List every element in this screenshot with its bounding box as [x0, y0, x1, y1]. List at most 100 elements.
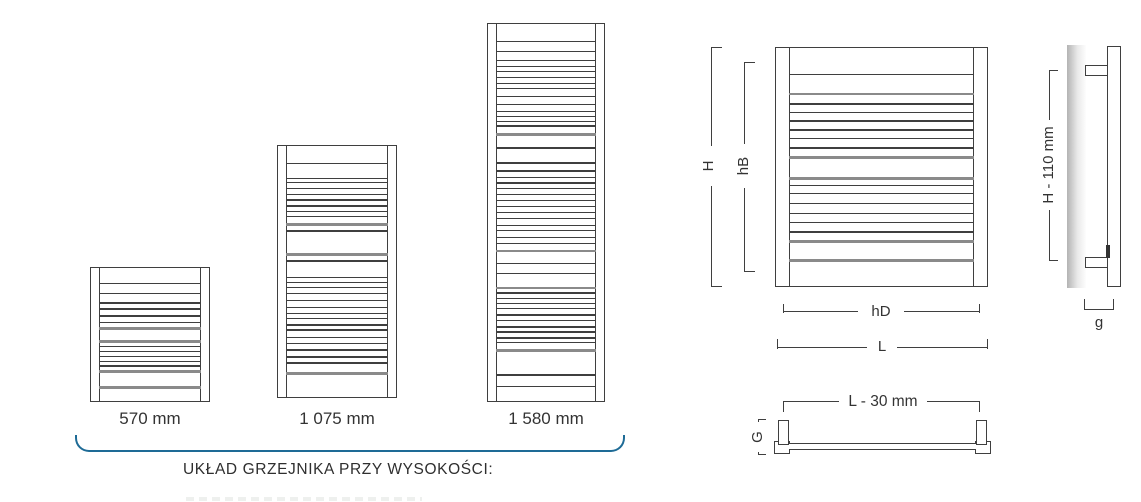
tube-line — [496, 59, 596, 62]
valve-detail — [1105, 245, 1110, 258]
tube-line — [286, 205, 388, 207]
tube-line — [496, 307, 596, 309]
mounting-bracket-top — [1085, 65, 1108, 76]
dim-l-label: L — [867, 338, 897, 356]
tube-line — [496, 342, 596, 344]
tube-line — [286, 277, 388, 279]
tube-line — [496, 194, 596, 196]
tube-line — [286, 306, 388, 308]
tube-line — [286, 342, 388, 344]
tube-line — [286, 349, 388, 351]
tube-line — [789, 184, 974, 187]
tube-line — [496, 224, 596, 227]
dim-h110-label: H - 110 mm — [1040, 120, 1058, 210]
tube-line — [286, 286, 388, 289]
tube-line — [496, 218, 596, 220]
dim-hd-label: hD — [858, 303, 904, 321]
tube-line — [496, 272, 596, 275]
tube-line — [99, 339, 201, 343]
tube-line — [99, 302, 201, 304]
tube-line — [789, 73, 974, 75]
tube-line — [496, 162, 596, 164]
tube-line — [789, 156, 974, 159]
tube-line — [496, 177, 596, 179]
tube-line — [496, 76, 596, 79]
tube-line — [496, 262, 596, 264]
collector-rail-right — [972, 48, 974, 286]
tube-line — [789, 202, 974, 204]
tube-line — [496, 374, 596, 376]
collector-right — [976, 420, 987, 445]
radiator-side-profile — [1107, 46, 1121, 287]
tube-line — [496, 200, 596, 202]
dim-hd-tick-left — [783, 304, 785, 313]
tube-line — [496, 40, 596, 43]
tube-line — [496, 297, 596, 299]
tube-line — [496, 249, 596, 253]
tube-line — [286, 282, 388, 284]
tube-line — [496, 349, 596, 352]
tube-line — [496, 170, 596, 172]
radiator-front-570mm — [90, 267, 210, 402]
tube-line — [496, 206, 596, 208]
tube-line — [286, 362, 388, 364]
dim-h-tick-bottom — [711, 285, 722, 287]
tube-line — [496, 237, 596, 239]
tube-line — [496, 302, 596, 304]
tube-line — [496, 50, 596, 53]
tube-line — [789, 212, 974, 214]
tube-line — [496, 242, 596, 244]
tube-line — [286, 223, 388, 226]
tube-line — [99, 322, 201, 324]
tube-line — [286, 292, 388, 295]
tube-line — [99, 315, 201, 317]
tube-line — [99, 345, 201, 348]
dim-h110-tick-bottom — [1049, 259, 1058, 261]
tube-line — [99, 292, 201, 294]
tube-line — [286, 317, 388, 319]
tube-line — [286, 230, 388, 232]
collector-rail-right — [386, 146, 388, 397]
tube-line — [99, 308, 201, 310]
wall-surface — [1067, 45, 1086, 288]
tube-line — [496, 187, 596, 190]
tube-line — [789, 129, 974, 131]
clipped-text-row — [186, 497, 422, 501]
dim-hb-tick-top — [744, 62, 755, 64]
tube-line — [286, 215, 388, 217]
tube-line — [496, 182, 596, 184]
tube-line — [789, 192, 974, 194]
dim-l-tick-right — [986, 339, 988, 349]
tube-line — [496, 87, 596, 89]
tube-line — [99, 365, 201, 367]
dim-gg-tick-top — [758, 419, 766, 421]
height-label-1075: 1 075 mm — [299, 409, 375, 428]
tube-line — [99, 360, 201, 362]
dim-hb-label: hB — [735, 144, 753, 188]
radiator-front-1580mm — [487, 23, 605, 402]
dim-h-tick-top — [711, 47, 722, 49]
tube-line — [496, 65, 596, 68]
dim-g-label: g — [1094, 314, 1104, 331]
height-label-570: 570 mm — [119, 409, 181, 428]
tube-line — [789, 176, 974, 180]
collector-rail-left — [99, 268, 101, 401]
tube-line — [286, 260, 388, 262]
dim-hd-tick-right — [978, 304, 980, 313]
radiator-front-1075mm — [277, 145, 397, 398]
tube-line — [99, 350, 201, 353]
tube-line — [496, 125, 596, 127]
tube-line — [496, 82, 596, 85]
dim-h-label: H — [700, 146, 718, 186]
tube-line — [99, 370, 201, 373]
mounting-bracket-bottom — [1085, 257, 1108, 268]
tube-line — [789, 120, 974, 122]
dim-g-bracket — [1084, 299, 1114, 310]
tube-line — [789, 221, 974, 223]
tube-line — [99, 355, 201, 357]
tube-line — [286, 312, 388, 314]
tube-line — [286, 329, 388, 331]
tube-line — [286, 356, 388, 358]
tube-line — [496, 292, 596, 294]
tube-line — [286, 336, 388, 338]
